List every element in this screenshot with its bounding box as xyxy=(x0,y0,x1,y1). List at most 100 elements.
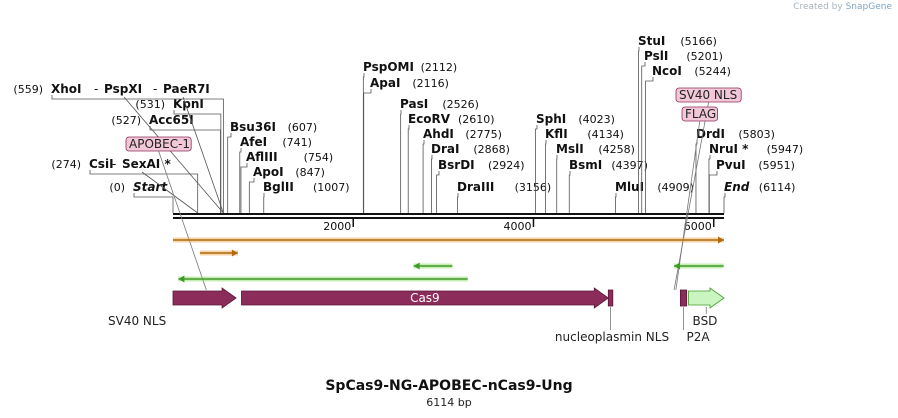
site-name: DrdI xyxy=(696,127,725,141)
site-name: AflIII xyxy=(246,150,278,164)
site-position: (1007) xyxy=(313,181,350,194)
site-name: Start xyxy=(133,180,168,194)
orf-arrowhead xyxy=(231,249,238,257)
site-position: (274) xyxy=(51,158,81,171)
site-leader-line xyxy=(240,163,248,213)
site-leader-line xyxy=(407,125,410,213)
site-leader-line xyxy=(123,96,224,214)
feature-arrow xyxy=(241,287,609,309)
site-leader-line xyxy=(248,178,255,213)
site-name: NcoI xyxy=(652,64,682,78)
site-leader-line xyxy=(182,96,224,214)
site-name: Bsu36I xyxy=(230,120,276,134)
site-position: (4258) xyxy=(598,143,635,156)
feature-arrow xyxy=(172,287,237,309)
site-position: (5201) xyxy=(686,50,723,63)
site-position: (2526) xyxy=(442,98,479,111)
feature-tag-label: APOBEC-1 xyxy=(129,137,190,151)
feature-label: nucleoplasmin NLS xyxy=(555,330,669,344)
site-position: (4397) xyxy=(611,159,648,172)
feature-block xyxy=(679,289,688,307)
backbone-top-strand xyxy=(173,213,724,215)
site-name: MslI xyxy=(556,142,584,156)
site-separator: - xyxy=(153,82,157,96)
site-name: PaeR7I xyxy=(163,82,210,96)
tick-label: 2000 xyxy=(323,220,351,233)
site-name: PslI xyxy=(644,49,668,63)
site-position: (5951) xyxy=(758,159,795,172)
site-position: (2112) xyxy=(421,61,458,74)
feature-label: BSD xyxy=(693,314,718,328)
site-position: (2610) xyxy=(458,113,495,126)
site-leader-line xyxy=(436,171,440,213)
site-position: (4134) xyxy=(587,128,624,141)
feature-tag-line xyxy=(675,120,701,291)
site-position: (2116) xyxy=(412,77,449,90)
site-position: (741) xyxy=(282,136,312,149)
backbone-bottom-strand xyxy=(173,217,724,219)
feature-label: SV40 NLS xyxy=(108,314,166,328)
feature-tag-line xyxy=(673,101,709,291)
site-position: (5166) xyxy=(680,35,717,48)
site-leader-line xyxy=(227,133,232,213)
site-name: CsiI xyxy=(89,157,114,171)
snapgene-credit: Created by SnapGene xyxy=(793,2,892,12)
site-position: (2868) xyxy=(473,143,510,156)
site-name: BglII xyxy=(263,180,294,194)
credit-prefix: Created by xyxy=(793,2,843,12)
orf-arrowhead xyxy=(178,275,185,283)
site-name: BsmI xyxy=(569,158,602,172)
site-position: (3156) xyxy=(515,181,552,194)
site-position: (527) xyxy=(111,114,141,127)
site-leader-line xyxy=(641,62,646,213)
site-leader-line xyxy=(173,110,222,213)
feature-block xyxy=(607,289,614,307)
site-leader-line xyxy=(708,171,718,213)
site-name: EcoRV xyxy=(408,112,451,126)
site-name: PvuI xyxy=(716,158,746,172)
plasmid-title: SpCas9-NG-APOBEC-nCas9-Ung xyxy=(325,378,573,394)
feature-label: P2A xyxy=(686,330,710,344)
feature-label: Cas9 xyxy=(410,291,440,305)
tick-label: 4000 xyxy=(503,220,531,233)
site-leader-line xyxy=(457,193,459,213)
site-position: (2924) xyxy=(488,159,525,172)
feature-tag-line xyxy=(158,150,207,291)
site-name: ApaI xyxy=(370,76,400,90)
site-position: (4023) xyxy=(578,113,615,126)
site-position: (559) xyxy=(13,83,43,96)
site-name: StuI xyxy=(638,34,665,48)
site-name: AhdI xyxy=(423,127,454,141)
site-position: (5244) xyxy=(694,65,731,78)
site-name: AfeI xyxy=(240,135,267,149)
site-position: (607) xyxy=(288,121,318,134)
site-name: Acc65I xyxy=(149,113,194,127)
site-leader-line xyxy=(695,140,698,213)
site-position: (5803) xyxy=(738,128,775,141)
site-leader-line xyxy=(431,155,433,213)
site-name: BsrDI xyxy=(438,158,475,172)
site-leader-line xyxy=(141,171,198,214)
site-leader-line xyxy=(239,148,242,213)
site-name: DraI xyxy=(431,142,459,156)
site-name: KpnI xyxy=(173,97,204,111)
site-name: PspOMI xyxy=(363,60,414,74)
site-position: (531) xyxy=(135,98,165,111)
feature-arrow xyxy=(688,287,725,309)
site-name: MluI xyxy=(615,180,644,194)
site-leader-line xyxy=(133,193,174,213)
site-separator: - xyxy=(112,157,116,171)
orf-arrowhead xyxy=(413,262,420,270)
plasmid-size: 6114 bp xyxy=(426,396,472,409)
site-leader-line xyxy=(535,125,538,213)
site-name: PspXI xyxy=(104,82,142,96)
site-name: XhoI xyxy=(51,82,82,96)
site-name: SexAI * xyxy=(122,157,171,171)
site-position: (754) xyxy=(304,151,334,164)
site-name: NruI * xyxy=(709,142,749,156)
site-leader-line xyxy=(422,140,425,213)
site-name: ApoI xyxy=(253,165,284,179)
site-leader-line xyxy=(723,193,726,213)
site-position: (847) xyxy=(295,166,325,179)
